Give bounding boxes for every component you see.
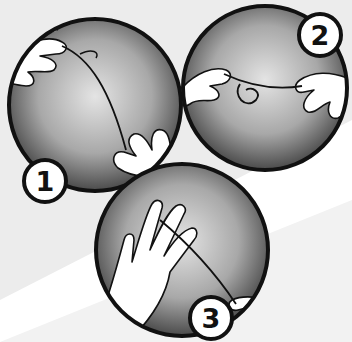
step-vignette bbox=[96, 164, 270, 340]
callout-badge: 3 bbox=[188, 295, 234, 341]
callout-badge: 2 bbox=[297, 12, 343, 58]
vignette-border bbox=[183, 6, 347, 170]
step-vignette bbox=[180, 6, 352, 170]
callout-number: 1 bbox=[22, 158, 68, 204]
callout-badge: 1 bbox=[22, 158, 68, 204]
callout-number: 3 bbox=[188, 295, 234, 341]
vignette-border bbox=[96, 164, 268, 336]
callout-number: 2 bbox=[297, 12, 343, 58]
